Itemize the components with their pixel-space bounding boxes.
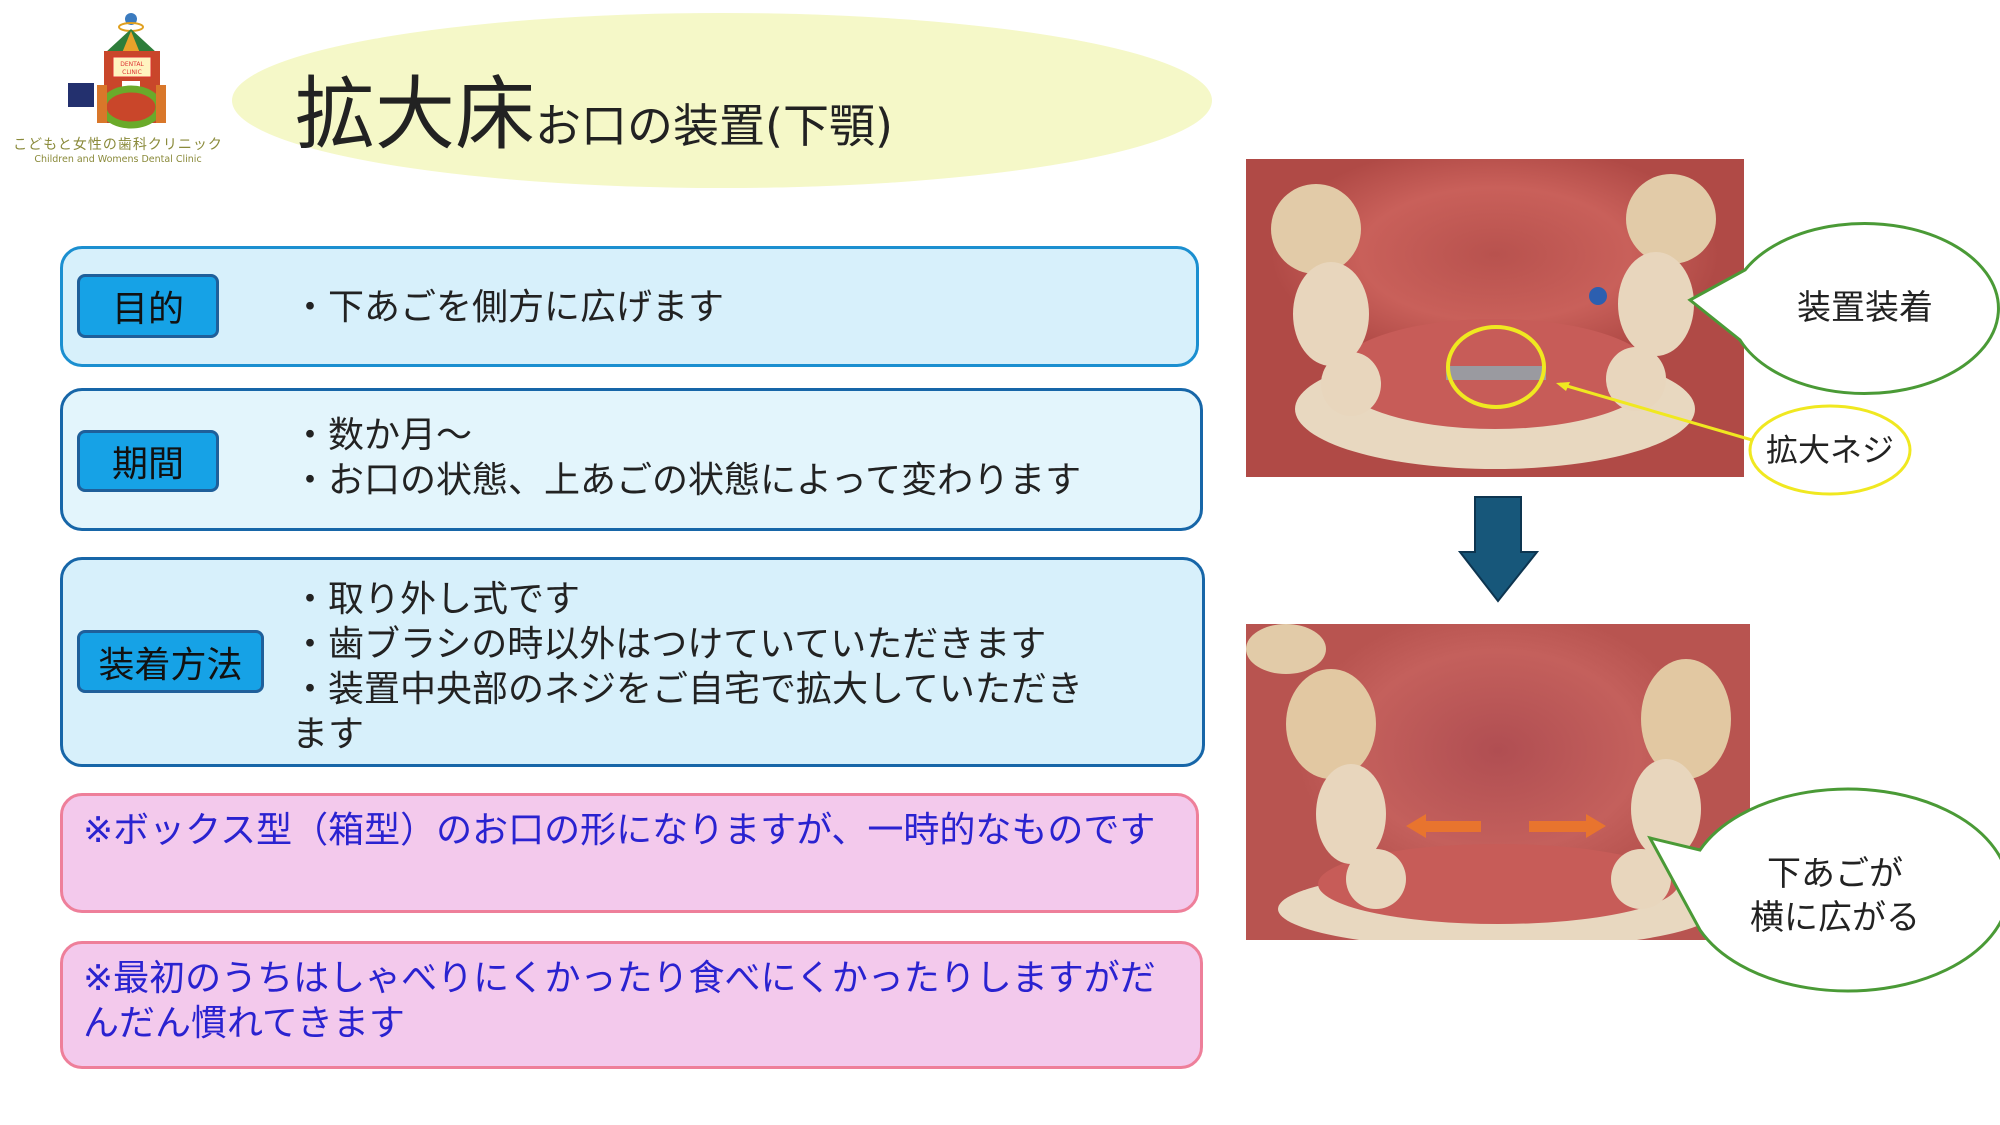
note-box-shape: ※ボックス型（箱型）のお口の形になりますが、一時的なものです [60,793,1199,913]
down-arrow-icon [1457,496,1540,603]
callout-before-text: 装置装着 [1797,288,1933,328]
callout-screw-bubble [1748,404,1912,496]
callout-after-line-2: 横に広がる [1750,898,1920,938]
section-purpose [60,246,1199,367]
title-sub: お口の装置(下顎) [535,99,893,153]
usage-line-3: ・装置中央部のネジをご自宅で拡大していただき [292,669,1083,710]
photo-after [1246,624,1750,940]
label-period: 期間 [77,430,219,492]
callout-screw-text: 拡大ネジ [1765,431,1894,469]
section-period [60,388,1203,531]
usage-line-2: ・歯ブラシの時以外はつけていていただきます [292,624,1047,665]
screw-pointer-line [1559,382,1753,442]
usage-line-4: ます [292,714,365,755]
logo-name-jp: こどもと女性の歯科クリニック [13,137,223,153]
clinic-logo: DENTAL CLINIC [0,5,236,170]
photo-before [1246,159,1744,477]
usage-line-1: ・取り外し式です [292,579,581,620]
logo-name-en: Children and Womens Dental Clinic [34,154,202,165]
period-line-2: ・お口の状態、上あごの状態によって変わります [292,460,1082,501]
svg-text:DENTAL: DENTAL [120,61,144,68]
title-background [232,13,1212,188]
purpose-text: ・下あごを側方に広げます [292,287,725,328]
title-main: 拡大床 [295,68,535,161]
callout-after-line-1: 下あごが [1767,854,1903,894]
svg-text:CLINIC: CLINIC [122,69,142,76]
label-purpose: 目的 [77,274,219,338]
note-getting-used: ※最初のうちはしゃべりにくかったり食べにくかったりしますがだんだん慣れてきます [60,941,1203,1069]
page-title: 拡大床お口の装置(下顎) [295,50,893,166]
callout-after-bubble [1647,787,2000,993]
label-usage: 装着方法 [77,630,264,693]
callout-before-bubble [1687,222,2000,395]
period-line-1: ・数か月〜 [292,415,473,456]
